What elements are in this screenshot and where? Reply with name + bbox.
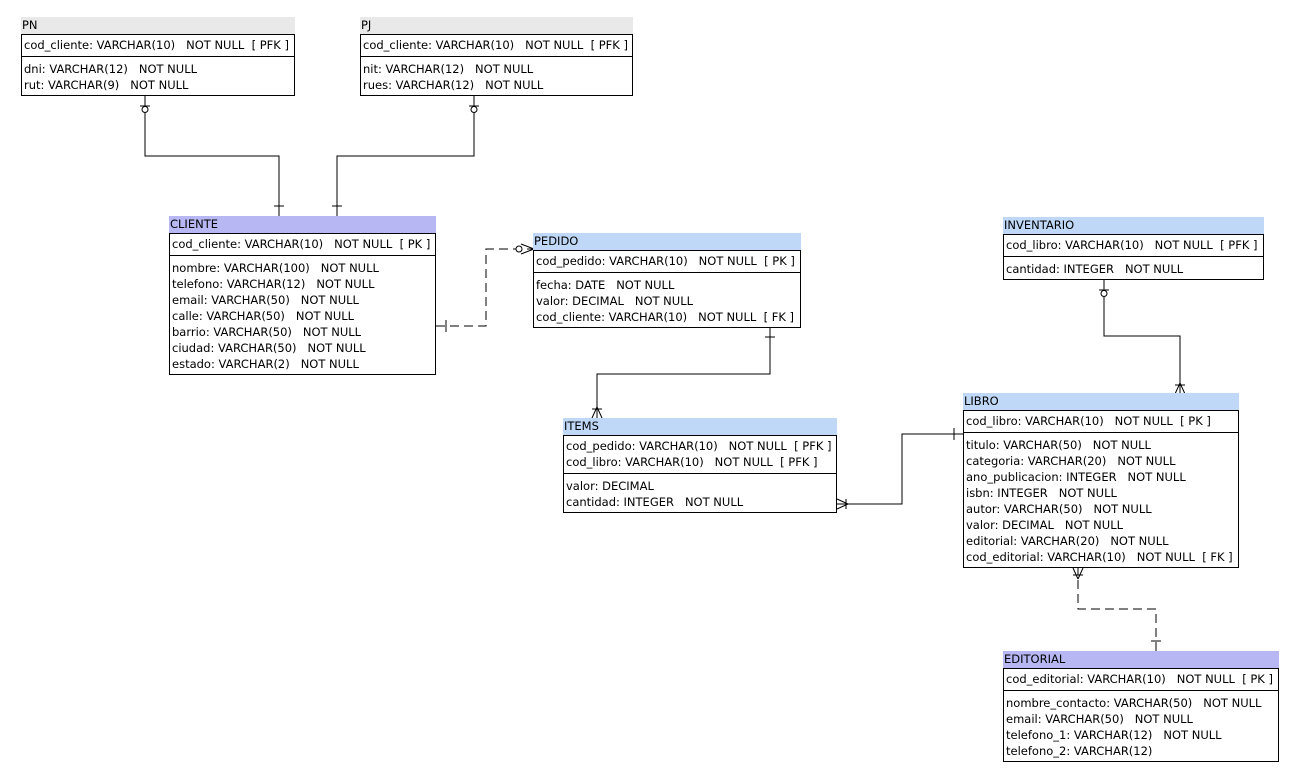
primary-key-section: cod_cliente: VARCHAR(10) NOT NULL [ PFK … <box>361 35 632 57</box>
attribute-section: cantidad: INTEGER NOT NULL <box>1004 257 1263 279</box>
entity-body: cod_pedido: VARCHAR(10) NOT NULL [ PFK ]… <box>563 435 837 513</box>
attribute-column: nombre: VARCHAR(100) NOT NULL <box>172 261 379 275</box>
attribute-column: titulo: VARCHAR(50) NOT NULL <box>966 438 1151 452</box>
attribute-column: email: VARCHAR(50) NOT NULL <box>172 293 359 307</box>
entity-pedido[interactable]: PEDIDO cod_pedido: VARCHAR(10) NOT NULL … <box>533 233 801 328</box>
primary-key-section: cod_cliente: VARCHAR(10) NOT NULL [ PK ] <box>170 234 435 256</box>
attribute-column: categoria: VARCHAR(20) NOT NULL <box>966 454 1176 468</box>
attribute-column: dni: VARCHAR(12) NOT NULL <box>24 62 198 76</box>
pk-column: cod_cliente: VARCHAR(10) NOT NULL [ PFK … <box>363 38 628 52</box>
primary-key-section: cod_pedido: VARCHAR(10) NOT NULL [ PK ] <box>534 251 800 273</box>
primary-key-section: cod_libro: VARCHAR(10) NOT NULL [ PK ] <box>964 411 1238 433</box>
entity-editorial[interactable]: EDITORIAL cod_editorial: VARCHAR(10) NOT… <box>1003 651 1279 762</box>
primary-key-section: cod_pedido: VARCHAR(10) NOT NULL [ PFK ]… <box>564 436 836 474</box>
attribute-section: nit: VARCHAR(12) NOT NULL rues: VARCHAR(… <box>361 57 632 95</box>
entity-title: ITEMS <box>563 418 837 435</box>
entity-title: PEDIDO <box>533 233 801 250</box>
primary-key-section: cod_libro: VARCHAR(10) NOT NULL [ PFK ] <box>1004 235 1263 257</box>
attribute-column: rut: VARCHAR(9) NOT NULL <box>24 78 189 92</box>
primary-key-section: cod_cliente: VARCHAR(10) NOT NULL [ PFK … <box>22 35 294 57</box>
primary-key-section: cod_editorial: VARCHAR(10) NOT NULL [ PK… <box>1004 669 1278 691</box>
attribute-section: dni: VARCHAR(12) NOT NULL rut: VARCHAR(9… <box>22 57 294 95</box>
attribute-column: ciudad: VARCHAR(50) NOT NULL <box>172 341 366 355</box>
attribute-column: valor: DECIMAL NOT NULL <box>966 518 1124 532</box>
entity-pj[interactable]: PJ cod_cliente: VARCHAR(10) NOT NULL [ P… <box>360 17 633 96</box>
attribute-column: cod_cliente: VARCHAR(10) NOT NULL [ FK ] <box>536 310 795 324</box>
attribute-column: fecha: DATE NOT NULL <box>536 278 675 292</box>
relationship-pedido-items[interactable] <box>591 328 775 419</box>
attribute-column: rues: VARCHAR(12) NOT NULL <box>363 78 544 92</box>
pk-column: cod_libro: VARCHAR(10) NOT NULL [ PK ] <box>966 414 1211 428</box>
pk-column: cod_cliente: VARCHAR(10) NOT NULL [ PFK … <box>24 38 289 52</box>
pk-column: cod_pedido: VARCHAR(10) NOT NULL [ PFK ] <box>566 439 832 453</box>
attribute-column: calle: VARCHAR(50) NOT NULL <box>172 309 355 323</box>
entity-body: cod_editorial: VARCHAR(10) NOT NULL [ PK… <box>1003 668 1279 762</box>
pk-column: cod_libro: VARCHAR(10) NOT NULL [ PFK ] <box>566 455 818 469</box>
attribute-column: telefono: VARCHAR(12) NOT NULL <box>172 277 375 291</box>
attribute-column: telefono_2: VARCHAR(12) <box>1006 744 1153 758</box>
relationship-libro-items[interactable] <box>836 428 964 510</box>
attribute-column: isbn: INTEGER NOT NULL <box>966 486 1117 500</box>
attribute-column: cod_editorial: VARCHAR(10) NOT NULL [ FK… <box>966 550 1233 564</box>
relationship-pn-cliente[interactable] <box>140 96 284 216</box>
attribute-column: nit: VARCHAR(12) NOT NULL <box>363 62 534 76</box>
relationship-pj-cliente[interactable] <box>332 96 479 216</box>
entity-title: PN <box>21 17 295 34</box>
attribute-section: nombre_contacto: VARCHAR(50) NOT NULL em… <box>1004 691 1278 761</box>
entity-title: EDITORIAL <box>1003 651 1279 668</box>
relationship-editorial-libro[interactable] <box>1072 567 1161 651</box>
attribute-column: editorial: VARCHAR(20) NOT NULL <box>966 534 1169 548</box>
attribute-column: estado: VARCHAR(2) NOT NULL <box>172 357 359 371</box>
attribute-column: valor: DECIMAL NOT NULL <box>536 294 694 308</box>
entity-inventario[interactable]: INVENTARIO cod_libro: VARCHAR(10) NOT NU… <box>1003 217 1264 280</box>
pk-column: cod_libro: VARCHAR(10) NOT NULL [ PFK ] <box>1006 238 1258 252</box>
attribute-column: nombre_contacto: VARCHAR(50) NOT NULL <box>1006 696 1262 710</box>
entity-body: cod_cliente: VARCHAR(10) NOT NULL [ PFK … <box>21 34 295 96</box>
attribute-column: telefono_1: VARCHAR(12) NOT NULL <box>1006 728 1222 742</box>
entity-body: cod_pedido: VARCHAR(10) NOT NULL [ PK ] … <box>533 250 801 328</box>
entity-libro[interactable]: LIBRO cod_libro: VARCHAR(10) NOT NULL [ … <box>963 393 1239 568</box>
attribute-column: barrio: VARCHAR(50) NOT NULL <box>172 325 362 339</box>
attribute-section: titulo: VARCHAR(50) NOT NULL categoria: … <box>964 433 1238 567</box>
entity-items[interactable]: ITEMS cod_pedido: VARCHAR(10) NOT NULL [… <box>563 418 837 513</box>
entity-body: cod_cliente: VARCHAR(10) NOT NULL [ PFK … <box>360 34 633 96</box>
pk-column: cod_pedido: VARCHAR(10) NOT NULL [ PK ] <box>536 254 795 268</box>
attribute-column: ano_publicacion: INTEGER NOT NULL <box>966 470 1186 484</box>
attribute-section: fecha: DATE NOT NULL valor: DECIMAL NOT … <box>534 273 800 327</box>
entity-cliente[interactable]: CLIENTE cod_cliente: VARCHAR(10) NOT NUL… <box>169 216 436 375</box>
entity-title: LIBRO <box>963 393 1239 410</box>
entity-body: cod_libro: VARCHAR(10) NOT NULL [ PFK ] … <box>1003 234 1264 280</box>
relationship-inventario-libro[interactable] <box>1099 280 1186 395</box>
relationship-cliente-pedido[interactable] <box>436 243 535 332</box>
attribute-column: cantidad: INTEGER NOT NULL <box>1006 262 1184 276</box>
pk-column: cod_cliente: VARCHAR(10) NOT NULL [ PK ] <box>172 237 431 251</box>
pk-column: cod_editorial: VARCHAR(10) NOT NULL [ PK… <box>1006 672 1273 686</box>
entity-pn[interactable]: PN cod_cliente: VARCHAR(10) NOT NULL [ P… <box>21 17 295 96</box>
entity-body: cod_libro: VARCHAR(10) NOT NULL [ PK ] t… <box>963 410 1239 568</box>
attribute-section: valor: DECIMAL cantidad: INTEGER NOT NUL… <box>564 474 836 512</box>
entity-title: INVENTARIO <box>1003 217 1264 234</box>
attribute-column: valor: DECIMAL <box>566 479 654 493</box>
attribute-section: nombre: VARCHAR(100) NOT NULL telefono: … <box>170 256 435 374</box>
attribute-column: cantidad: INTEGER NOT NULL <box>566 495 744 509</box>
attribute-column: email: VARCHAR(50) NOT NULL <box>1006 712 1193 726</box>
entity-body: cod_cliente: VARCHAR(10) NOT NULL [ PK ]… <box>169 233 436 375</box>
entity-title: CLIENTE <box>169 216 436 233</box>
attribute-column: autor: VARCHAR(50) NOT NULL <box>966 502 1152 516</box>
entity-title: PJ <box>360 17 633 34</box>
